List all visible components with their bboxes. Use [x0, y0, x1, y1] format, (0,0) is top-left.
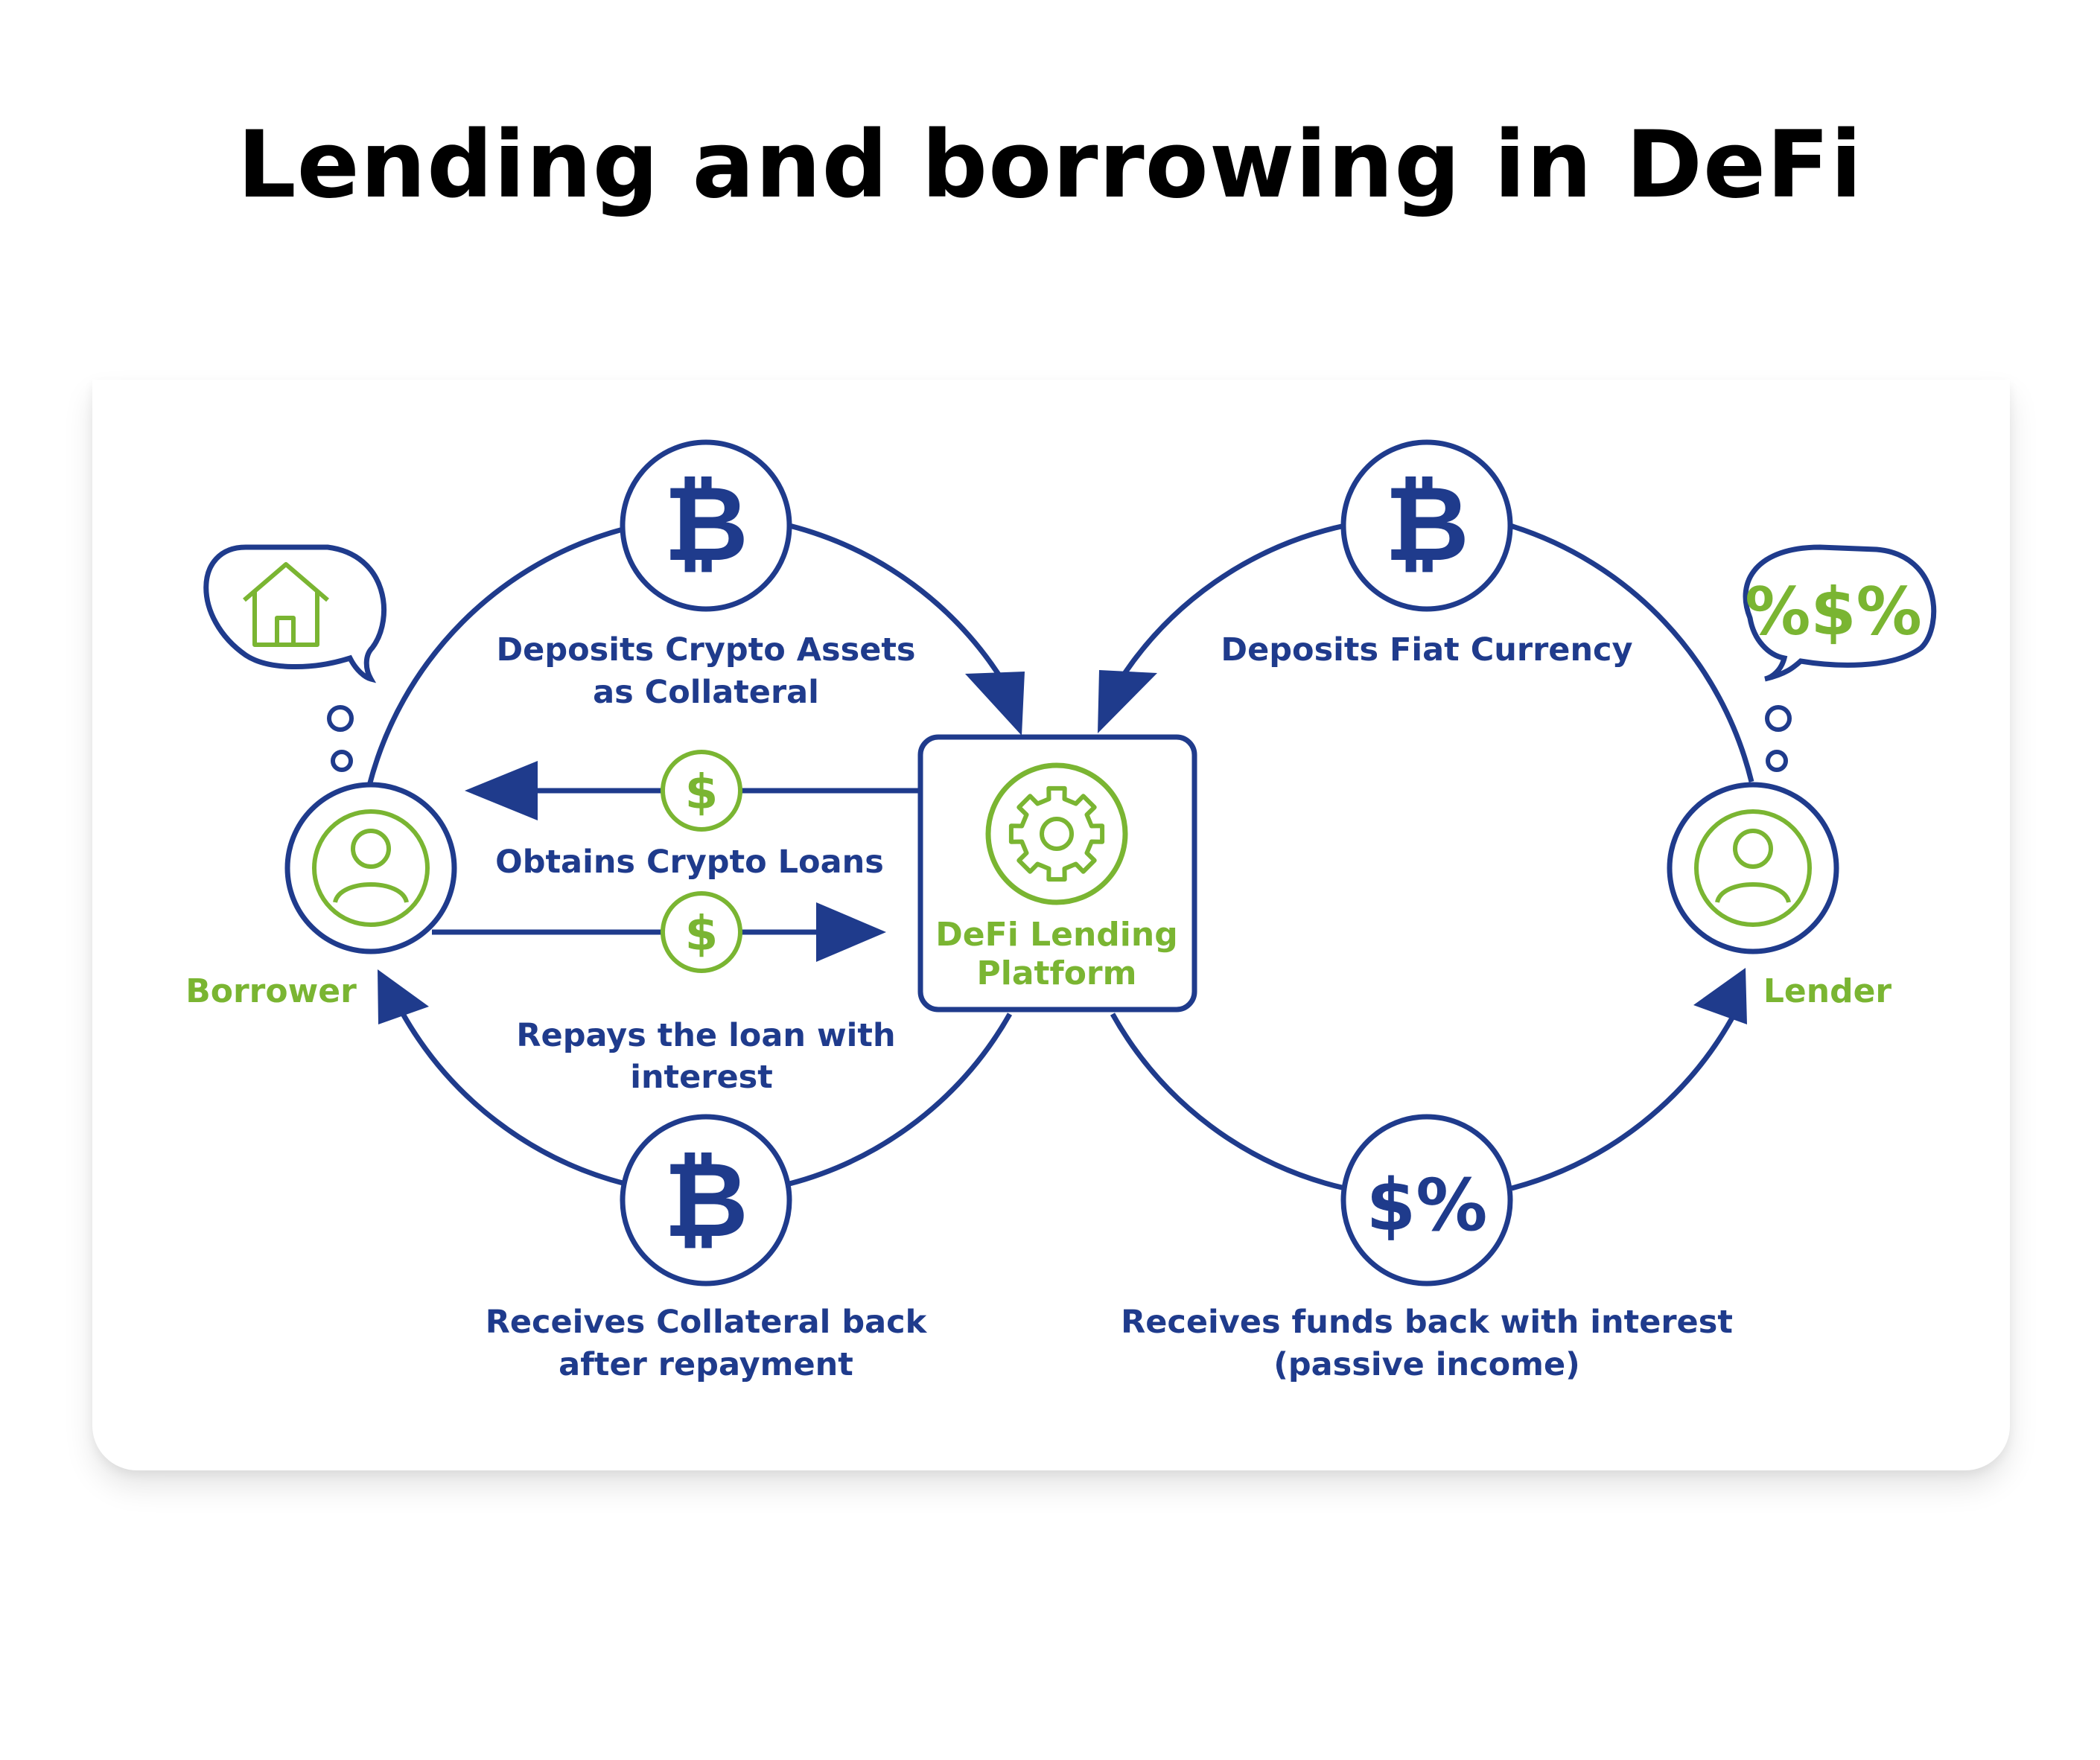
page-title: Lending and borrowing in DeFi: [237, 112, 1863, 219]
svg-text:₿: ₿: [1384, 464, 1469, 585]
curve-platform-to-dollar-percent: [1110, 1013, 1346, 1191]
dollar-percent-icon: $%: [1340, 1114, 1513, 1286]
bitcoin-icon: ₿: [1340, 439, 1513, 612]
svg-text:$: $: [685, 765, 719, 820]
deposit-crypto-line2: as Collateral: [593, 674, 819, 711]
curve-bottom-btc-to-borrower: [399, 1011, 626, 1187]
percent-dollar-percent-icon: %$%: [1745, 573, 1922, 650]
platform-label-line1: DeFi Lending: [935, 916, 1177, 954]
gear-icon: [985, 762, 1128, 905]
svg-text:$: $: [685, 907, 719, 962]
receive-funds-line2: (passive income): [1273, 1346, 1580, 1383]
curve-platform-to-bottom-btc: [789, 1013, 1013, 1187]
dollar-coin-icon: $: [661, 750, 742, 832]
arrowhead-to-platform-repay: [816, 902, 886, 962]
arrowhead-to-borrower-bottom: [378, 969, 429, 1024]
obtain-loans-label: Obtains Crypto Loans: [495, 844, 884, 881]
bitcoin-icon: ₿: [620, 439, 792, 612]
borrower-avatar: [284, 782, 457, 954]
dollar-coin-icon: $: [661, 891, 742, 973]
platform-box: [917, 734, 1197, 1013]
curve-borrower-to-top-btc: [366, 526, 626, 786]
lender-label: Lender: [1763, 972, 1892, 1010]
repay-line1: Repays the loan with: [516, 1017, 895, 1054]
borrower-label: Borrower: [185, 972, 357, 1010]
deposit-crypto-line1: Deposits Crypto Assets: [496, 631, 915, 669]
receive-collateral-line2: after repayment: [559, 1346, 853, 1383]
arrowhead-into-platform-right: [1098, 670, 1157, 733]
deposit-fiat-label: Deposits Fiat Currency: [1221, 631, 1632, 669]
receive-collateral-line1: Receives Collateral back: [486, 1304, 928, 1341]
svg-text:$%: $%: [1366, 1164, 1488, 1247]
bitcoin-icon: ₿: [620, 1114, 792, 1286]
house-icon: [243, 562, 329, 647]
svg-text:₿: ₿: [664, 1140, 748, 1261]
platform-label-line2: Platform: [977, 954, 1137, 992]
borrower-thought-bubble: [203, 544, 387, 772]
arrowhead-to-borrower-loans: [465, 761, 538, 820]
curve-top-btc-to-platform: [789, 523, 1008, 686]
lender-avatar: [1667, 782, 1839, 954]
lender-thought-bubble: [1743, 544, 1937, 772]
svg-text:₿: ₿: [664, 464, 748, 585]
curve-dollar-percent-to-lender: [1511, 1011, 1738, 1191]
curve-top-right-btc-to-platform: [1115, 523, 1346, 686]
repay-line2: interest: [630, 1059, 773, 1096]
receive-funds-line1: Receives funds back with interest: [1121, 1304, 1733, 1341]
arrowhead-into-platform-left: [965, 672, 1025, 736]
curve-lender-to-top-right-btc: [1509, 523, 1754, 782]
arrowhead-to-lender-bottom: [1693, 968, 1747, 1024]
